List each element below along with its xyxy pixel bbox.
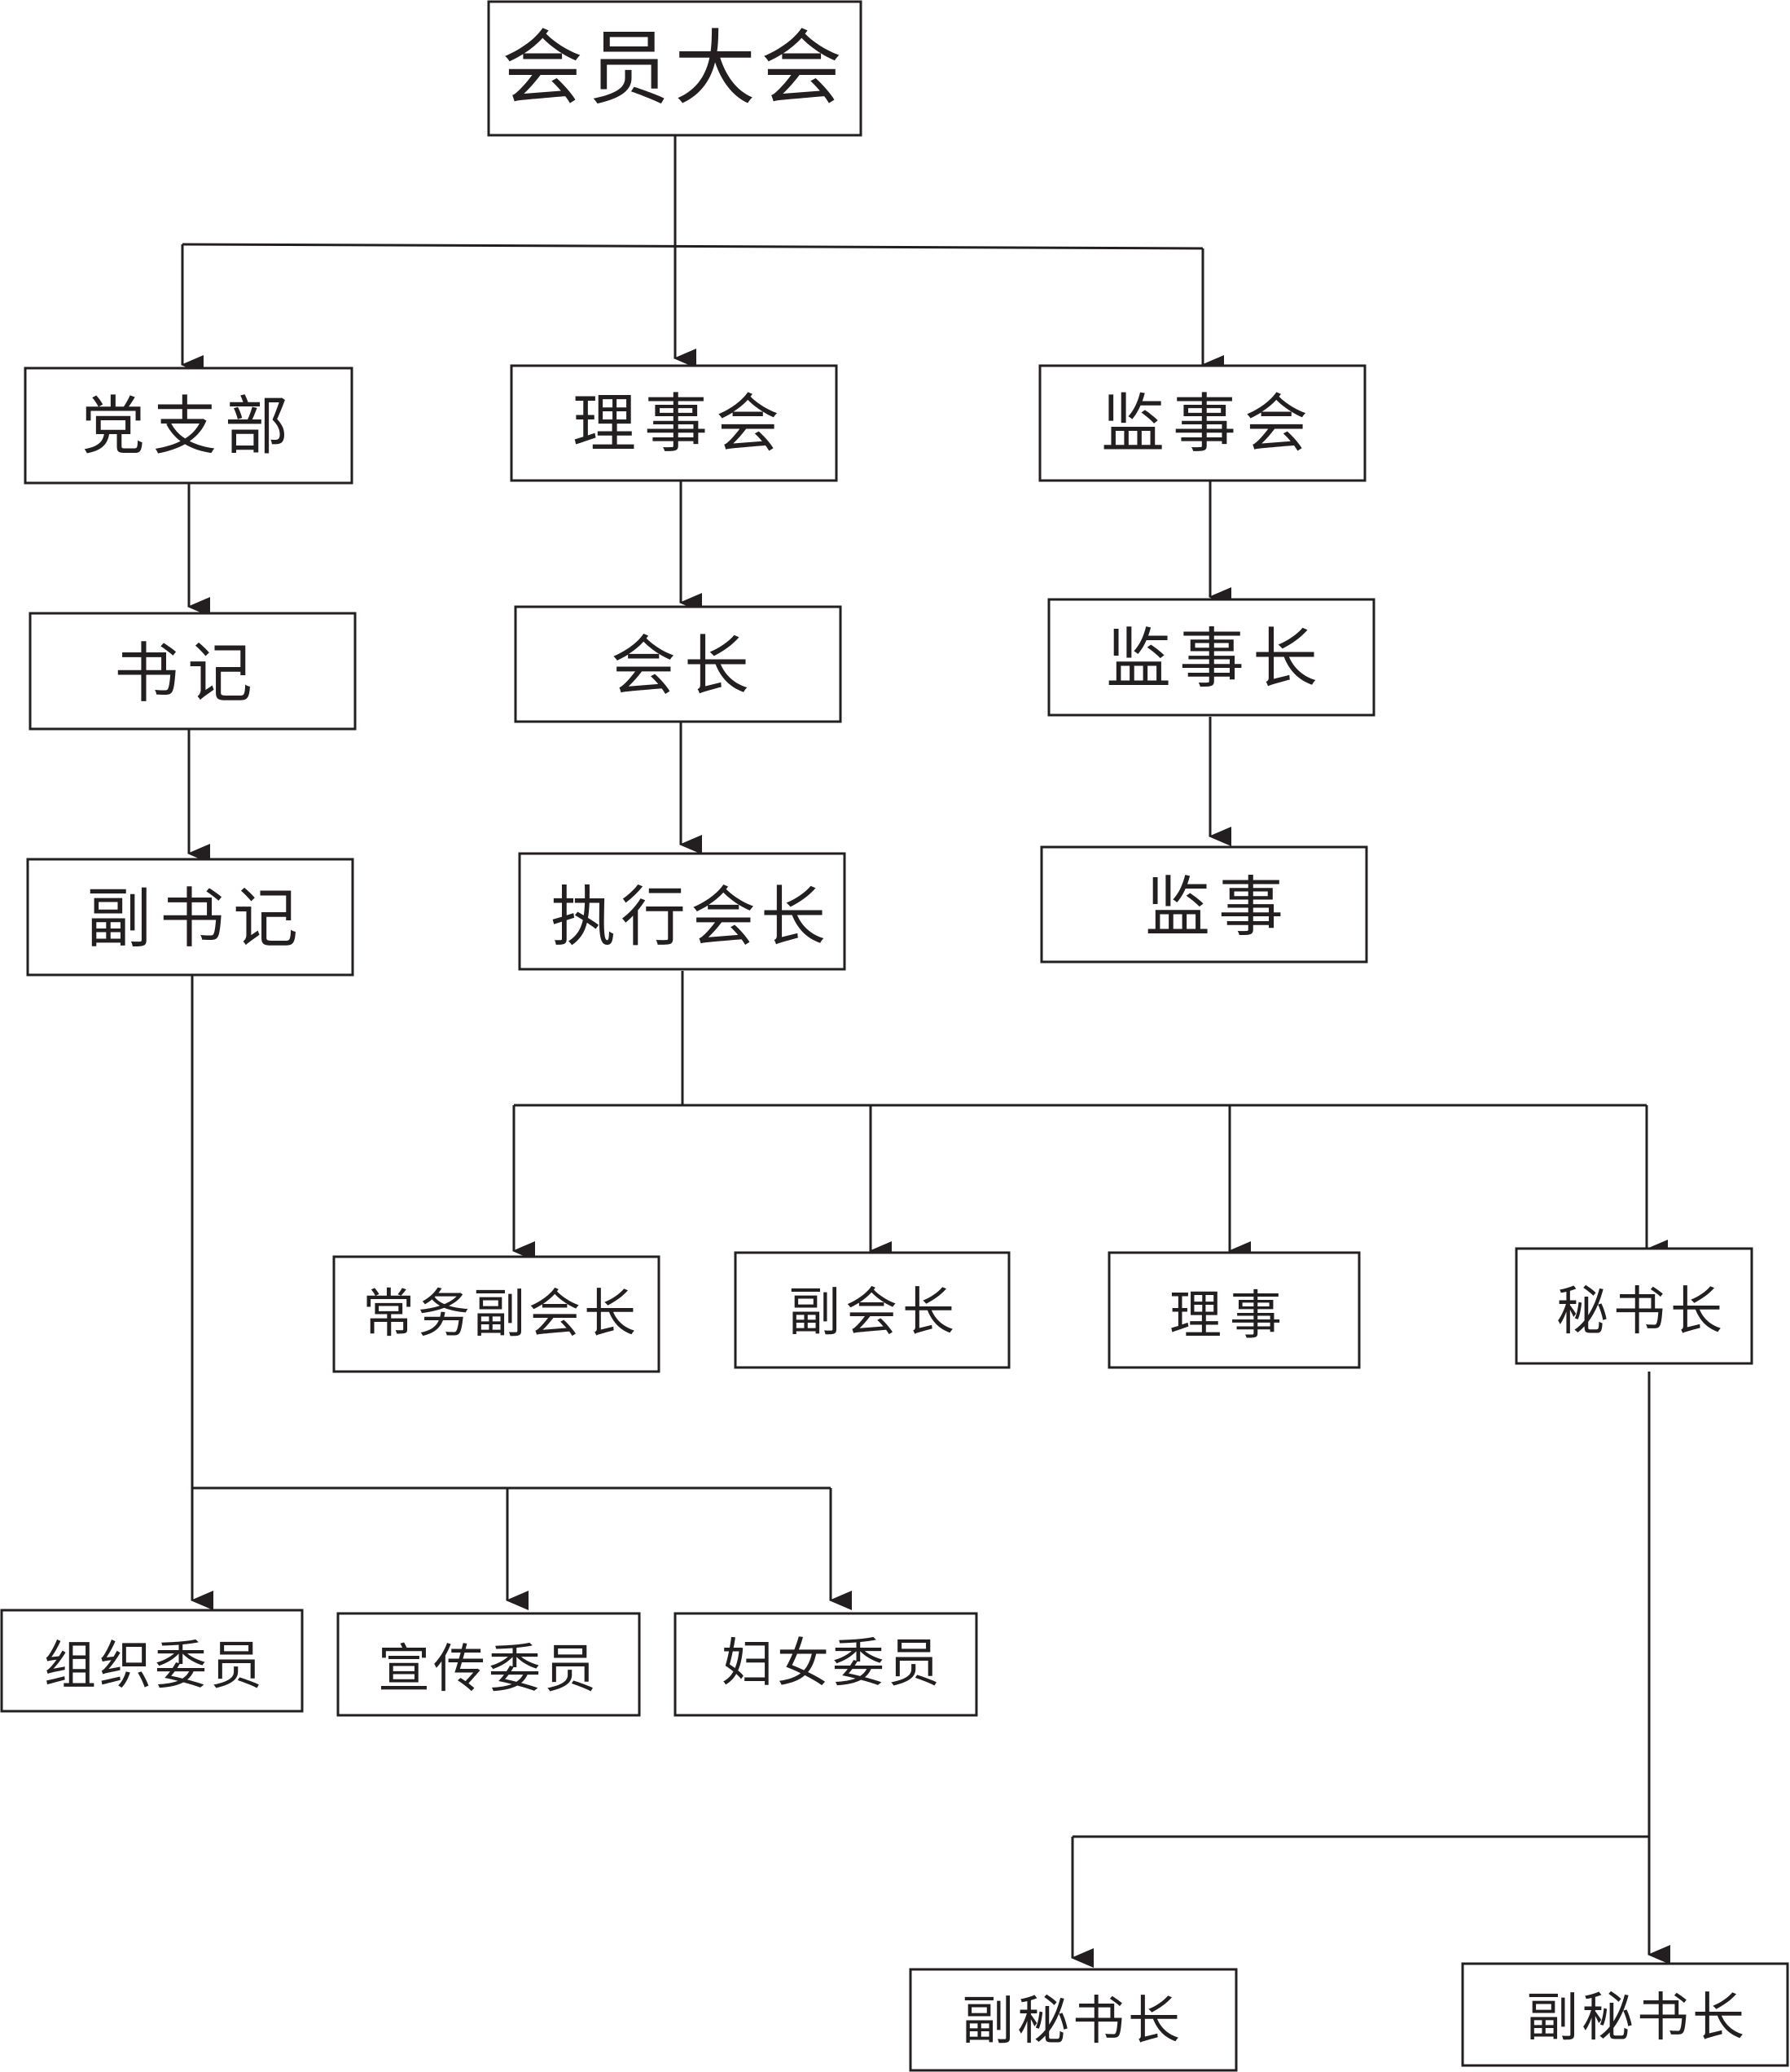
node-general-assembly: 会员大会	[487, 0, 862, 137]
node-publicity-member: 宣传委员	[336, 1612, 641, 1717]
node-box	[29, 612, 357, 731]
node-secretary: 书记	[29, 612, 357, 731]
node-deputy-secretary-general-1: 副秘书长	[909, 1968, 1238, 2072]
node-deputy-secretary-general-2: 副秘书长	[1461, 1962, 1789, 2067]
node-executive-president: 执行会长	[518, 852, 846, 971]
node-label: 理事会	[573, 388, 788, 461]
node-box	[1461, 1962, 1789, 2067]
node-label: 监事	[1145, 870, 1292, 946]
node-box	[1038, 364, 1367, 482]
node-box	[909, 1968, 1238, 2072]
node-box	[487, 0, 862, 137]
node-label: 书记	[114, 636, 261, 712]
node-deputy-secretary: 副书记	[26, 858, 354, 977]
node-label: 理事	[1169, 1286, 1290, 1346]
connectors	[181, 136, 1670, 1968]
node-secretary-general: 秘书长	[1515, 1247, 1753, 1365]
node-party-branch: 党支部	[24, 367, 353, 485]
node-board-of-supervisors: 监事会	[1038, 364, 1367, 482]
node-box	[510, 364, 838, 482]
node-box	[1040, 845, 1368, 964]
node-box	[24, 367, 353, 485]
node-label: 执行会长	[551, 880, 831, 955]
node-box	[1108, 1251, 1361, 1369]
node-box	[332, 1255, 660, 1373]
node-label: 会长	[611, 629, 757, 705]
node-label: 宣传委员	[378, 1640, 599, 1700]
node-box	[0, 1609, 304, 1713]
node-president: 会长	[514, 605, 842, 723]
node-vice-president: 副会长	[734, 1251, 1011, 1369]
node-box	[1515, 1247, 1753, 1365]
node-women-member: 妇女委员	[673, 1612, 978, 1717]
node-box	[673, 1612, 978, 1717]
node-supervisor: 监事	[1040, 845, 1368, 964]
node-standing-vice-president: 常务副会长	[332, 1255, 660, 1373]
node-box	[336, 1612, 641, 1717]
node-box	[1047, 598, 1375, 717]
connector-top-bus	[182, 243, 1204, 250]
node-box	[734, 1251, 1011, 1369]
node-label: 副书记	[86, 881, 306, 957]
node-label: 常务副会长	[362, 1284, 639, 1345]
node-label: 党支部	[81, 390, 296, 463]
node-label: 组织委员	[44, 1636, 265, 1697]
node-box	[514, 605, 842, 723]
node-label: 副秘书长	[1526, 1988, 1748, 2048]
node-label: 副会长	[788, 1283, 959, 1343]
node-label: 妇女委员	[722, 1634, 943, 1694]
node-chief-supervisor: 监事长	[1047, 598, 1375, 717]
node-label: 监事会	[1101, 388, 1316, 461]
node-label: 秘书长	[1556, 1282, 1727, 1342]
node-box	[518, 852, 846, 971]
node-organization-member: 组织委员	[0, 1609, 304, 1713]
node-label: 会员大会	[502, 21, 847, 116]
node-label: 副秘书长	[962, 1991, 1183, 2052]
node-box	[26, 858, 354, 977]
node-board-of-directors: 理事会	[510, 364, 838, 482]
node-label: 监事长	[1106, 621, 1326, 697]
node-director: 理事	[1108, 1251, 1361, 1369]
